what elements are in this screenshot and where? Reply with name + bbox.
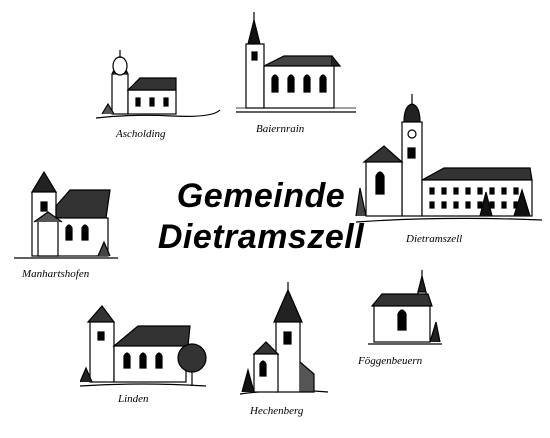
caption-baiernrain: Baiernrain <box>256 123 305 135</box>
dietramszell-monastery-sketch <box>355 94 543 223</box>
title-line-2: Dietramszell <box>157 218 365 256</box>
caption-dietramszell: Dietramszell <box>406 233 463 245</box>
ascholding-church-sketch <box>95 50 221 119</box>
caption-foeggenbeuern: Föggenbeuern <box>358 355 423 367</box>
caption-linden: Linden <box>118 393 149 405</box>
caption-manhartshofen: Manhartshofen <box>22 268 90 280</box>
caption-hechenberg: Hechenberg <box>250 405 304 417</box>
baiernrain-church-sketch <box>236 12 356 113</box>
hechenberg-church-sketch <box>239 282 329 395</box>
manhartshofen-church-sketch <box>14 170 118 259</box>
foeggenbeuern-chapel-sketch <box>368 270 442 345</box>
caption-ascholding: Ascholding <box>116 128 166 140</box>
title-line-1: Gemeinde <box>176 177 346 215</box>
linden-church-sketch <box>80 305 207 387</box>
